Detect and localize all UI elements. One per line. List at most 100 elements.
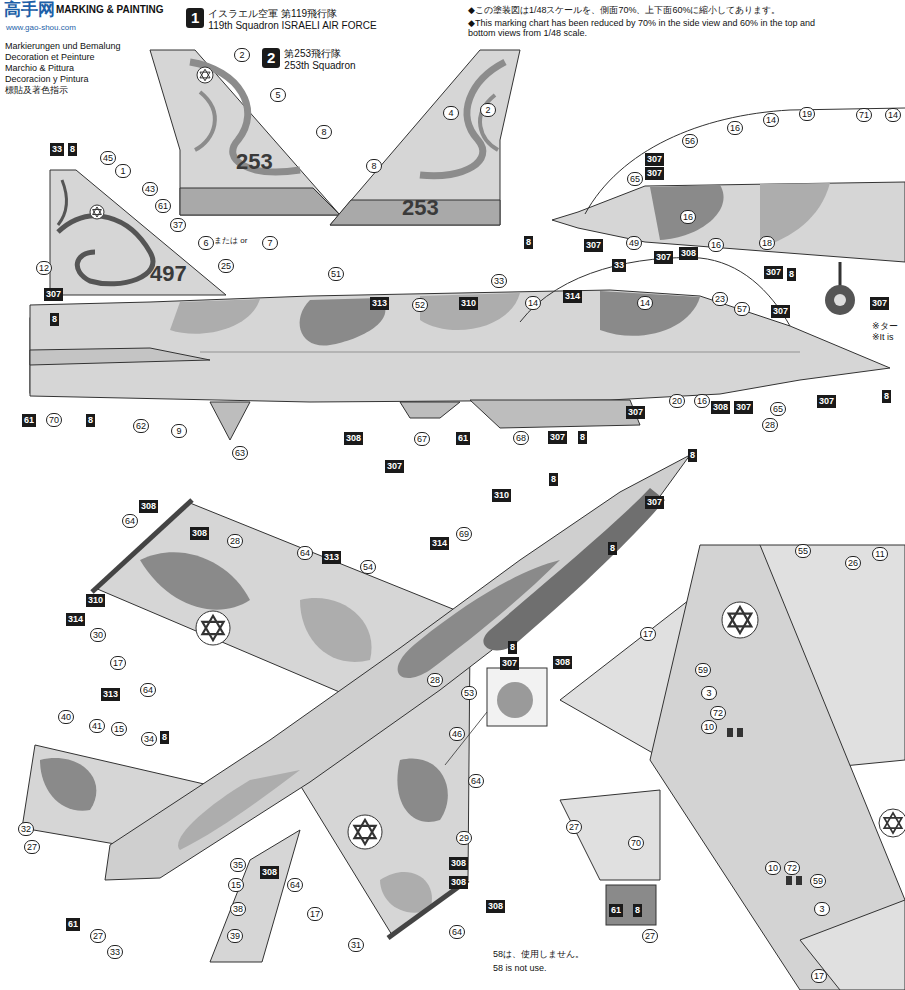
squadron-name: 119th Squadron ISRAELI AIR FORCE — [208, 20, 376, 32]
roundel-part — [197, 67, 213, 83]
paint-code: 8 — [160, 731, 169, 744]
callout-number: 20 — [669, 394, 685, 408]
bottom-view-part — [560, 790, 660, 880]
language-caption: 標貼及著色指示 — [5, 86, 68, 96]
callout-number: 28 — [762, 418, 778, 432]
side-view-part — [420, 293, 520, 330]
paint-code: 307 — [734, 401, 753, 414]
callout-number: 62 — [133, 419, 149, 433]
callout-number: 40 — [58, 710, 74, 724]
paint-code: 307 — [626, 406, 645, 419]
callout-number: 8 — [316, 125, 332, 139]
callout-number: 25 — [218, 259, 234, 273]
paint-code: 307 — [385, 460, 404, 473]
callout-number: 72 — [784, 861, 800, 875]
bottom-view-part — [800, 900, 905, 990]
paint-code: 307 — [548, 431, 567, 444]
tail-fin-part — [58, 216, 153, 284]
callout-number: 37 — [170, 218, 186, 232]
language-caption: Decoracion y Pintura — [5, 75, 89, 85]
callout-number: 39 — [227, 929, 243, 943]
callout-number: 64 — [468, 774, 484, 788]
paint-code: 8 — [508, 641, 517, 654]
scale-note: ◆This marking chart has been reduced by … — [468, 19, 828, 39]
note-text: 58 is not use. — [493, 964, 547, 974]
callout-number: 64 — [140, 683, 156, 697]
callout-number: 53 — [461, 686, 477, 700]
tail-fin-part — [50, 170, 226, 295]
callout-number: 12 — [36, 261, 52, 275]
note-text: 58は、使用しません。 — [493, 950, 584, 960]
bottom-view-part — [786, 876, 792, 885]
paint-code: 310 — [492, 489, 511, 502]
paint-code: 307 — [645, 153, 664, 166]
roundel-part — [348, 815, 382, 849]
roundel-part — [93, 207, 102, 215]
roundel — [722, 602, 758, 638]
top-view-part — [40, 758, 96, 811]
callout-number: 28 — [227, 534, 243, 548]
paint-code: 307 — [771, 305, 790, 318]
tail-fin-part — [58, 180, 66, 225]
paint-code: 308 — [711, 401, 730, 414]
callout-number: 70 — [628, 836, 644, 850]
side-view-part — [170, 299, 260, 334]
tail-fin-part — [480, 95, 498, 150]
bottom-view-part — [650, 545, 905, 990]
callout-number: 2 — [234, 48, 250, 62]
paint-code: 8 — [549, 473, 558, 486]
callout-number: 32 — [18, 822, 34, 836]
callout-number: 9 — [171, 424, 187, 438]
top-view-part — [210, 830, 300, 962]
paint-code: 310 — [459, 297, 478, 310]
callout-number: 11 — [872, 547, 888, 561]
callout-number: 14 — [525, 296, 541, 310]
callout-number: 52 — [412, 298, 428, 312]
callout-number: 56 — [682, 134, 698, 148]
roundel-part — [200, 72, 210, 81]
callout-number: 23 — [712, 292, 728, 306]
nose-view-part — [585, 108, 905, 214]
paint-code: 308 — [139, 500, 158, 513]
paint-code: 61 — [66, 918, 80, 931]
tail-fin-part — [420, 62, 505, 176]
callout-number: 34 — [141, 732, 157, 746]
paint-code: 8 — [68, 143, 77, 156]
paint-code: 61 — [456, 432, 470, 445]
callout-number: 18 — [759, 236, 775, 250]
paint-code: 61 — [609, 904, 623, 917]
callout-number: 7 — [262, 236, 278, 250]
paint-code: 308 — [260, 866, 279, 879]
callout-number: 1 — [115, 164, 131, 178]
alternative-note: または or — [214, 237, 247, 246]
callout-number: 67 — [414, 432, 430, 446]
bottom-view-part — [606, 885, 656, 925]
roundel-part — [354, 826, 375, 844]
callout-number: 16 — [680, 210, 696, 224]
nose-view — [552, 108, 905, 315]
paint-code: 307 — [654, 251, 673, 264]
paint-code: 8 — [608, 542, 617, 555]
paint-code: 314 — [563, 290, 582, 303]
callout-number: 27 — [566, 820, 582, 834]
callout-number: 63 — [232, 446, 248, 460]
paint-code: 307 — [645, 167, 664, 180]
callout-number: 28 — [427, 673, 443, 687]
scheme-number: 2 — [262, 48, 280, 68]
tail-fin-part — [150, 50, 340, 215]
callout-number: 27 — [642, 929, 658, 943]
paint-code: 308 — [486, 900, 505, 913]
callout-number: 27 — [90, 929, 106, 943]
top-view-part — [487, 668, 547, 726]
callout-number: 51 — [328, 267, 344, 281]
callout-number: 54 — [360, 560, 376, 574]
callout-number: 33 — [107, 945, 123, 959]
roundel-group — [90, 67, 905, 849]
paint-code: 308 — [553, 656, 572, 669]
roundel — [90, 205, 104, 219]
callout-number: 14 — [763, 113, 779, 127]
callout-number: 38 — [230, 902, 246, 916]
paint-code: 8 — [50, 313, 59, 326]
side-view-part — [200, 352, 800, 353]
